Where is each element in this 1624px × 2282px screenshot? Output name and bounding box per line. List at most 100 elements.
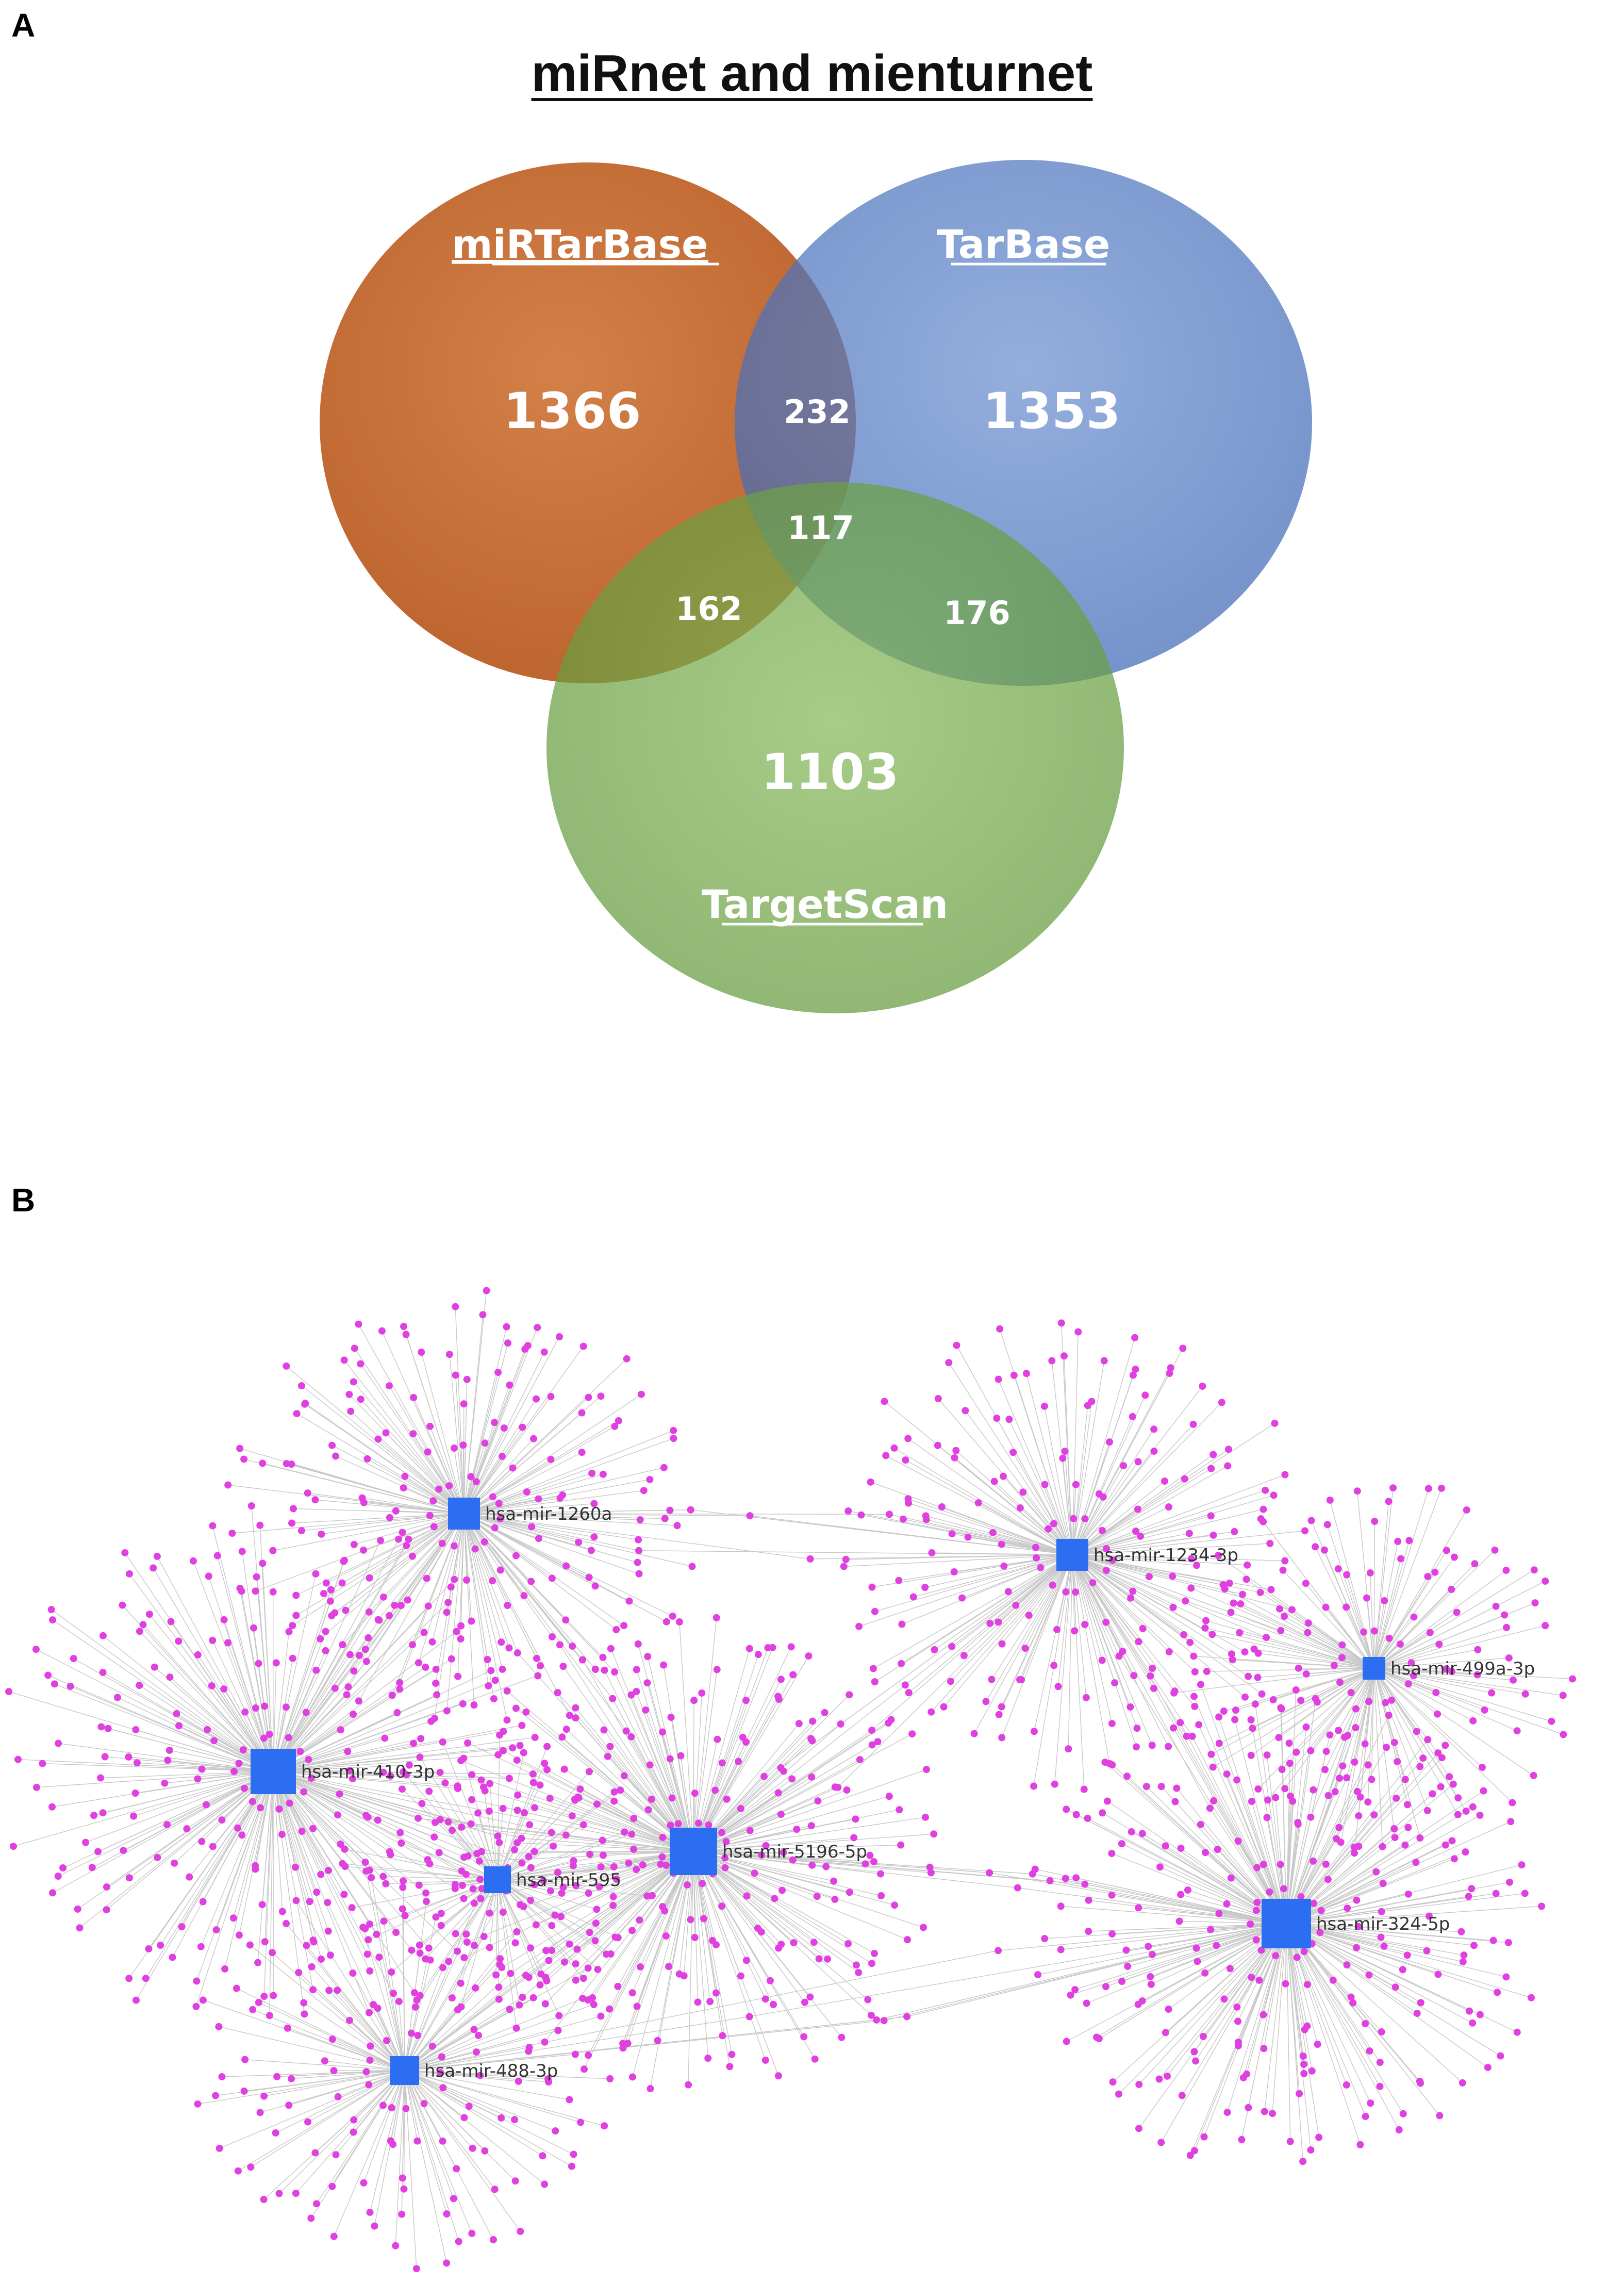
network-edge (1239, 1632, 1374, 1669)
network-edge (688, 1851, 694, 2085)
target-gene-node (809, 1717, 817, 1725)
network-edge (404, 1960, 431, 2071)
network-edge (517, 1652, 694, 1852)
target-gene-node (615, 1417, 622, 1424)
target-gene-node (1299, 2052, 1307, 2060)
network-edge (989, 1872, 1287, 1924)
network-edge (1211, 1668, 1374, 1755)
target-gene-node (1263, 1814, 1271, 1821)
network-edge (435, 1513, 465, 1684)
mirna-label: hsa-mir-488-3p (424, 2061, 558, 2081)
shared-target-node (1147, 1672, 1154, 1680)
target-gene-node (432, 1665, 440, 1673)
network-edge (471, 1774, 694, 1852)
target-gene-node (1194, 1958, 1201, 1965)
target-gene-node (1201, 1624, 1209, 1632)
target-gene-node (301, 2010, 308, 2018)
target-gene-node (495, 1995, 503, 2003)
target-gene-node (1232, 1706, 1239, 1714)
network-edge (404, 1973, 511, 2071)
target-gene-node (1407, 1659, 1415, 1667)
target-gene-node (464, 1739, 472, 1747)
shared-target-node (1150, 1684, 1157, 1692)
target-gene-node (248, 1798, 256, 1805)
target-gene-node (1218, 1399, 1225, 1406)
network-edge (693, 1647, 773, 1852)
shared-target-node (873, 2016, 881, 2024)
network-edge (421, 1352, 465, 1514)
network-edge (1072, 1554, 1262, 1695)
target-gene-node (175, 1637, 183, 1645)
target-gene-node (504, 1339, 512, 1347)
target-gene-node (416, 1753, 424, 1761)
target-gene-node (1494, 1989, 1501, 1996)
target-gene-node (477, 1848, 485, 1856)
target-gene-node (635, 1570, 643, 1578)
target-gene-node (1303, 1981, 1311, 1989)
target-gene-node (751, 1869, 758, 1877)
target-gene-node (494, 1751, 502, 1759)
target-gene-node (1410, 1613, 1418, 1621)
network-edge (1267, 1668, 1374, 1800)
target-gene-node (1169, 1572, 1176, 1580)
shared-target-node (1188, 1732, 1196, 1740)
target-gene-node (278, 1831, 286, 1838)
mirna-node[interactable] (448, 1498, 480, 1530)
target-gene-node (1469, 2019, 1477, 2027)
target-gene-node (1228, 1650, 1235, 1658)
mirna-node[interactable] (670, 1828, 717, 1875)
network-edge (404, 1998, 583, 2071)
target-gene-node (259, 1459, 267, 1467)
network-edge (1205, 1628, 1374, 1669)
target-gene-node (1530, 1566, 1538, 1574)
mirna-node[interactable] (484, 1866, 511, 1893)
target-gene-node (505, 1644, 513, 1652)
target-gene-node (345, 1390, 353, 1398)
network-edge (1072, 1424, 1194, 1555)
target-gene-node (331, 1684, 339, 1692)
target-gene-node (355, 1697, 362, 1705)
target-gene-node (927, 1708, 935, 1716)
target-gene-node (1416, 1763, 1424, 1770)
mirna-node[interactable] (1363, 1657, 1385, 1680)
mirna-node[interactable] (1056, 1539, 1088, 1571)
target-gene-node (874, 1738, 882, 1746)
target-gene-node (1329, 1976, 1337, 1984)
target-gene-node (628, 1989, 636, 1997)
mirna-node[interactable] (1262, 1899, 1311, 1948)
network-edge (263, 1771, 274, 1997)
network-edge (1021, 1554, 1073, 1680)
network-edge (884, 1401, 1073, 1555)
network-edge (321, 1513, 465, 1535)
target-gene-node (393, 1709, 401, 1716)
network-edge (517, 1795, 694, 1852)
target-gene-node (1132, 1366, 1139, 1373)
target-gene-node (517, 1901, 524, 1909)
mirna-node[interactable] (251, 1749, 296, 1794)
target-gene-node (606, 1743, 614, 1750)
network-edge (584, 1851, 694, 2070)
network-edge (273, 1680, 495, 1772)
network-edge (497, 1879, 600, 1887)
network-edge (117, 1697, 274, 1772)
target-gene-node (450, 1444, 458, 1452)
target-gene-node (520, 1592, 528, 1600)
target-gene-node (1120, 1462, 1128, 1470)
network-edge (559, 1644, 694, 1852)
target-gene-node (1129, 1413, 1136, 1420)
target-gene-node (922, 1516, 930, 1523)
target-gene-node (1435, 1640, 1443, 1648)
target-gene-node (1397, 1555, 1405, 1563)
target-gene-node (1162, 1842, 1169, 1850)
target-gene-node (666, 1755, 674, 1763)
target-gene-node (366, 2056, 374, 2064)
target-gene-node (1071, 1985, 1079, 1993)
target-gene-node (343, 1691, 351, 1699)
network-edge (1286, 1689, 1297, 1924)
target-gene-node (711, 1786, 719, 1794)
count-only-targetscan: 1103 (761, 743, 899, 801)
target-gene-node (311, 2149, 319, 2157)
target-gene-node (1057, 1902, 1065, 1910)
mirna-node[interactable] (390, 2056, 419, 2085)
target-gene-node (193, 1977, 201, 1985)
